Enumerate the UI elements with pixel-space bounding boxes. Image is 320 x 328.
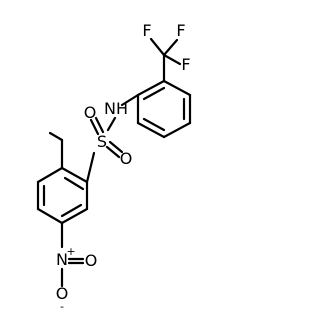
bond	[142, 117, 166, 132]
fluorine-right-label: F	[181, 55, 190, 74]
bond	[162, 79, 192, 97]
sulfonyl-oxygen-upper-label: O	[84, 103, 97, 122]
bond	[106, 116, 117, 132]
nitro-oxygen-charge: -	[60, 300, 64, 313]
nitro-oxygen-bottom-label: O	[56, 284, 69, 303]
fluorine-top-right-label: F	[176, 21, 185, 40]
bond	[89, 118, 100, 136]
sulfur-label: S	[97, 132, 107, 151]
bond	[162, 121, 192, 139]
bond	[162, 53, 182, 66]
bond	[60, 203, 83, 218]
bond	[120, 93, 140, 107]
nh-label: NH	[104, 99, 128, 118]
bond	[136, 121, 166, 139]
nitro-nitrogen-charge: +	[66, 245, 75, 258]
nitro-oxygen-right-label: O	[85, 251, 98, 270]
bond	[94, 116, 105, 134]
bond	[105, 145, 121, 159]
bond	[108, 140, 124, 154]
bond	[136, 79, 166, 97]
nitro-nitrogen-label: N	[56, 250, 68, 269]
fluorine-top-left-label: F	[142, 21, 151, 40]
bonds	[36, 37, 192, 288]
bond	[162, 38, 179, 57]
atom-labels: NH S O O F F F N + O O -	[56, 21, 191, 313]
bond	[63, 176, 85, 191]
bond	[36, 166, 64, 184]
bond	[85, 151, 96, 184]
chemical-structure: NH S O O F F F N + O O -	[36, 21, 192, 313]
bond	[36, 207, 64, 225]
bond	[48, 131, 64, 142]
bond	[149, 37, 166, 57]
bond	[60, 166, 89, 184]
bond	[142, 86, 166, 101]
sulfonyl-oxygen-lower-label: O	[120, 149, 133, 168]
bond	[60, 207, 89, 225]
